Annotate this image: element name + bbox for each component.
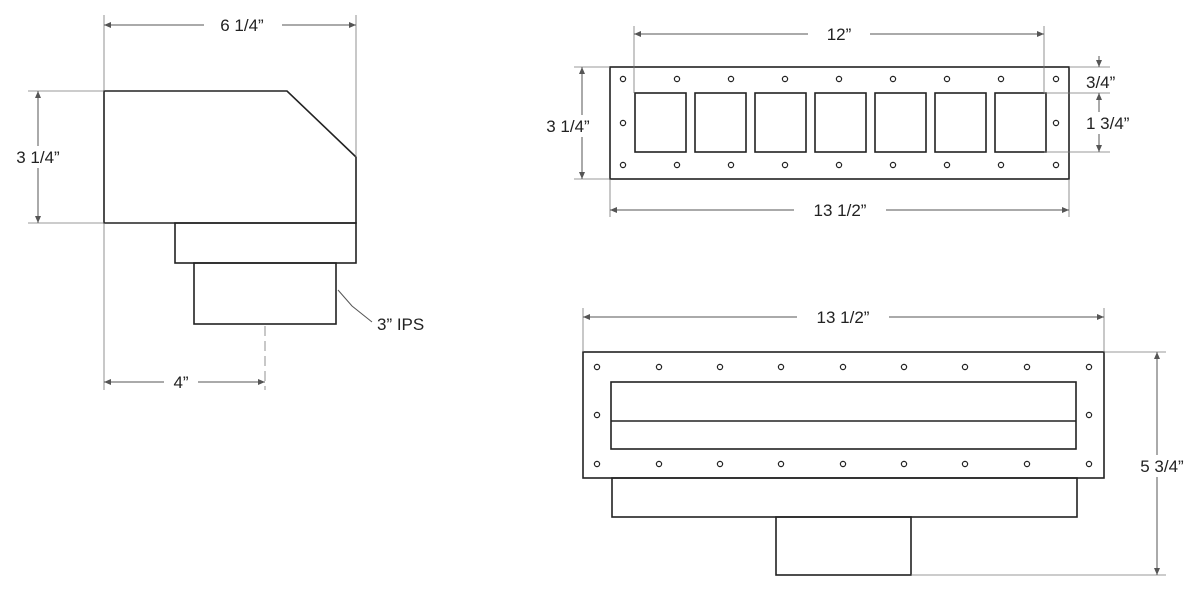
screw-hole bbox=[889, 161, 897, 169]
screw-hole bbox=[839, 363, 847, 371]
bottom-slot-outline bbox=[610, 381, 1077, 450]
side-body-outline bbox=[103, 90, 357, 224]
screw-hole bbox=[943, 75, 951, 83]
screw-hole bbox=[619, 119, 627, 127]
screw-hole bbox=[716, 460, 724, 468]
front-margin-label: 3/4” bbox=[1086, 73, 1116, 92]
screw-hole bbox=[1052, 75, 1060, 83]
screw-hole bbox=[1052, 161, 1060, 169]
bottom-width-label: 13 1/2” bbox=[817, 308, 870, 327]
screw-hole bbox=[781, 161, 789, 169]
faceplate-opening bbox=[814, 92, 867, 153]
screw-hole bbox=[835, 75, 843, 83]
screw-hole bbox=[781, 75, 789, 83]
side-width-label: 6 1/4” bbox=[220, 16, 264, 35]
bottom-screw-holes bbox=[593, 363, 1093, 468]
front-view: 12” 13 1/2” 3 1/4” 3/4” 1 3/4” bbox=[539, 23, 1150, 221]
pipe-leader-line bbox=[337, 289, 373, 323]
front-inner-width-label: 12” bbox=[827, 25, 852, 44]
side-pipe bbox=[193, 262, 337, 325]
screw-hole bbox=[943, 161, 951, 169]
screw-hole bbox=[1085, 411, 1093, 419]
screw-hole bbox=[777, 460, 785, 468]
screw-hole bbox=[961, 363, 969, 371]
screw-hole bbox=[1085, 460, 1093, 468]
screw-hole bbox=[1085, 363, 1093, 371]
screw-hole bbox=[593, 363, 601, 371]
bottom-height-label: 5 3/4” bbox=[1140, 457, 1184, 476]
bottom-housing bbox=[611, 477, 1078, 518]
side-height-label: 3 1/4” bbox=[16, 148, 60, 167]
bottom-pipe bbox=[775, 516, 912, 576]
screw-hole bbox=[655, 460, 663, 468]
screw-hole bbox=[673, 75, 681, 83]
screw-hole bbox=[900, 460, 908, 468]
bottom-view: 13 1/2” 5 3/4” bbox=[582, 306, 1196, 576]
front-opening-height-label: 1 3/4” bbox=[1086, 114, 1130, 133]
front-outer-width-label: 13 1/2” bbox=[814, 201, 867, 220]
faceplate-opening bbox=[934, 92, 987, 153]
faceplate-openings bbox=[634, 92, 1047, 153]
screw-hole bbox=[839, 460, 847, 468]
faceplate-opening bbox=[754, 92, 807, 153]
screw-hole bbox=[593, 411, 601, 419]
side-offset-label: 4” bbox=[173, 373, 188, 392]
screw-hole bbox=[673, 161, 681, 169]
screw-hole bbox=[593, 460, 601, 468]
bottom-flange-outline bbox=[582, 351, 1105, 479]
screw-hole bbox=[889, 75, 897, 83]
faceplate-opening bbox=[634, 92, 687, 153]
pipe-label: 3” IPS bbox=[377, 315, 424, 334]
faceplate-opening bbox=[694, 92, 747, 153]
side-collar bbox=[174, 222, 357, 264]
screw-hole bbox=[961, 460, 969, 468]
screw-hole bbox=[997, 75, 1005, 83]
screw-hole bbox=[727, 75, 735, 83]
screw-hole bbox=[716, 363, 724, 371]
faceplate-screw-holes bbox=[619, 75, 1060, 169]
screw-hole bbox=[777, 363, 785, 371]
screw-hole bbox=[655, 363, 663, 371]
screw-hole bbox=[900, 363, 908, 371]
screw-hole bbox=[835, 161, 843, 169]
screw-hole bbox=[619, 75, 627, 83]
front-height-label: 3 1/4” bbox=[546, 117, 590, 136]
faceplate-opening bbox=[994, 92, 1047, 153]
screw-hole bbox=[619, 161, 627, 169]
side-view: 6 1/4” 3 1/4” 4” 3” IPS bbox=[6, 14, 424, 393]
screw-hole bbox=[997, 161, 1005, 169]
screw-hole bbox=[1023, 460, 1031, 468]
screw-hole bbox=[1052, 119, 1060, 127]
faceplate-outline bbox=[609, 66, 1070, 180]
screw-hole bbox=[727, 161, 735, 169]
faceplate-opening bbox=[874, 92, 927, 153]
screw-hole bbox=[1023, 363, 1031, 371]
